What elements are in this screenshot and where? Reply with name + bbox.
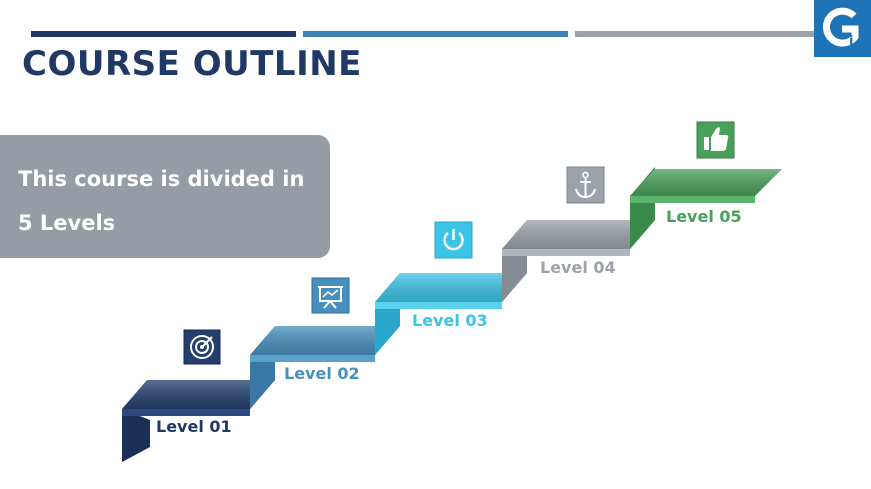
anchor-icon: [566, 166, 605, 204]
logo: i: [814, 0, 871, 57]
thumbs-up-icon: [696, 121, 735, 159]
intro-callout-box: [0, 135, 330, 258]
step-level-04: [502, 220, 655, 302]
header-bar-blue: [303, 31, 568, 37]
step-level-05: [630, 167, 782, 249]
level-04-label: Level 04: [540, 258, 616, 277]
level-01-label: Level 01: [156, 417, 232, 436]
target-icon: [183, 329, 221, 365]
intro-line-2: 5 Levels: [18, 211, 116, 235]
power-icon: [434, 221, 473, 259]
step-level-02: [250, 326, 400, 409]
header-bar-gray: [575, 31, 820, 37]
level-05-label: Level 05: [666, 207, 742, 226]
intro-callout-text: This course is divided in 5 Levels: [18, 157, 318, 245]
page-title: COURSE OUTLINE: [22, 44, 362, 84]
svg-text:i: i: [849, 34, 853, 49]
level-03-label: Level 03: [412, 311, 488, 330]
presentation-board-icon: [311, 277, 350, 314]
step-level-01: [122, 380, 275, 462]
header-bar-navy: [31, 31, 296, 37]
step-level-03: [375, 273, 527, 355]
level-02-label: Level 02: [284, 364, 360, 383]
intro-line-1: This course is divided in: [18, 167, 305, 191]
